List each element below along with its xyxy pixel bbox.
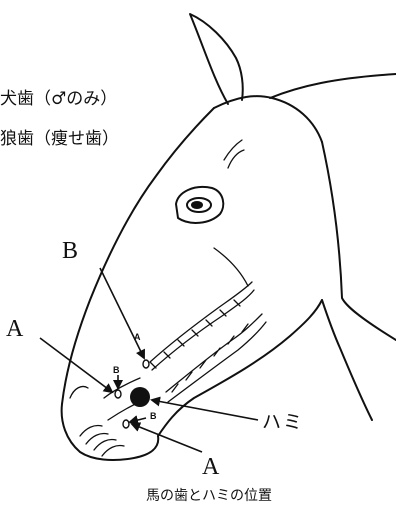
throat-outline — [322, 300, 372, 420]
face-front-outline — [62, 108, 214, 404]
arrow-a-bottom — [132, 424, 202, 452]
arrow-bit — [152, 400, 258, 420]
label-b-upper: B — [62, 238, 78, 264]
label-canine: 犬歯（♂のみ） — [0, 89, 117, 109]
arrow-b-small-right — [130, 418, 146, 422]
label-a-bottom: A — [202, 454, 220, 480]
label-b-small-left: B — [113, 365, 120, 375]
muzzle-outline — [62, 404, 159, 460]
label-wolf-tooth: 狼歯（痩せ歯） — [0, 129, 119, 149]
cheek-outline — [214, 248, 248, 286]
ear-outline — [190, 14, 243, 104]
lower-molar-row — [166, 314, 266, 402]
teeth-drawing — [80, 282, 266, 456]
neck-outline — [270, 74, 396, 98]
canine-upper-marker — [115, 390, 121, 398]
label-bit: ハミ — [262, 411, 304, 433]
nostril-outline — [70, 386, 88, 398]
forelock-outline — [224, 140, 244, 168]
diagram-caption: 馬の歯とハミの位置 — [146, 488, 272, 504]
arrow-a-left — [40, 338, 112, 392]
incisors — [80, 425, 124, 456]
label-a-left: A — [6, 316, 24, 342]
neck-crest-outline — [322, 142, 396, 340]
bit-marker — [130, 387, 150, 407]
upper-molar-row — [150, 282, 254, 370]
canine-lower-marker — [123, 420, 129, 428]
wolf-tooth-marker — [143, 360, 149, 368]
label-b-small-right: B — [150, 411, 157, 421]
forehead-outline — [214, 96, 322, 142]
label-a-small: A — [134, 332, 141, 342]
arrow-b-upper — [100, 268, 144, 358]
